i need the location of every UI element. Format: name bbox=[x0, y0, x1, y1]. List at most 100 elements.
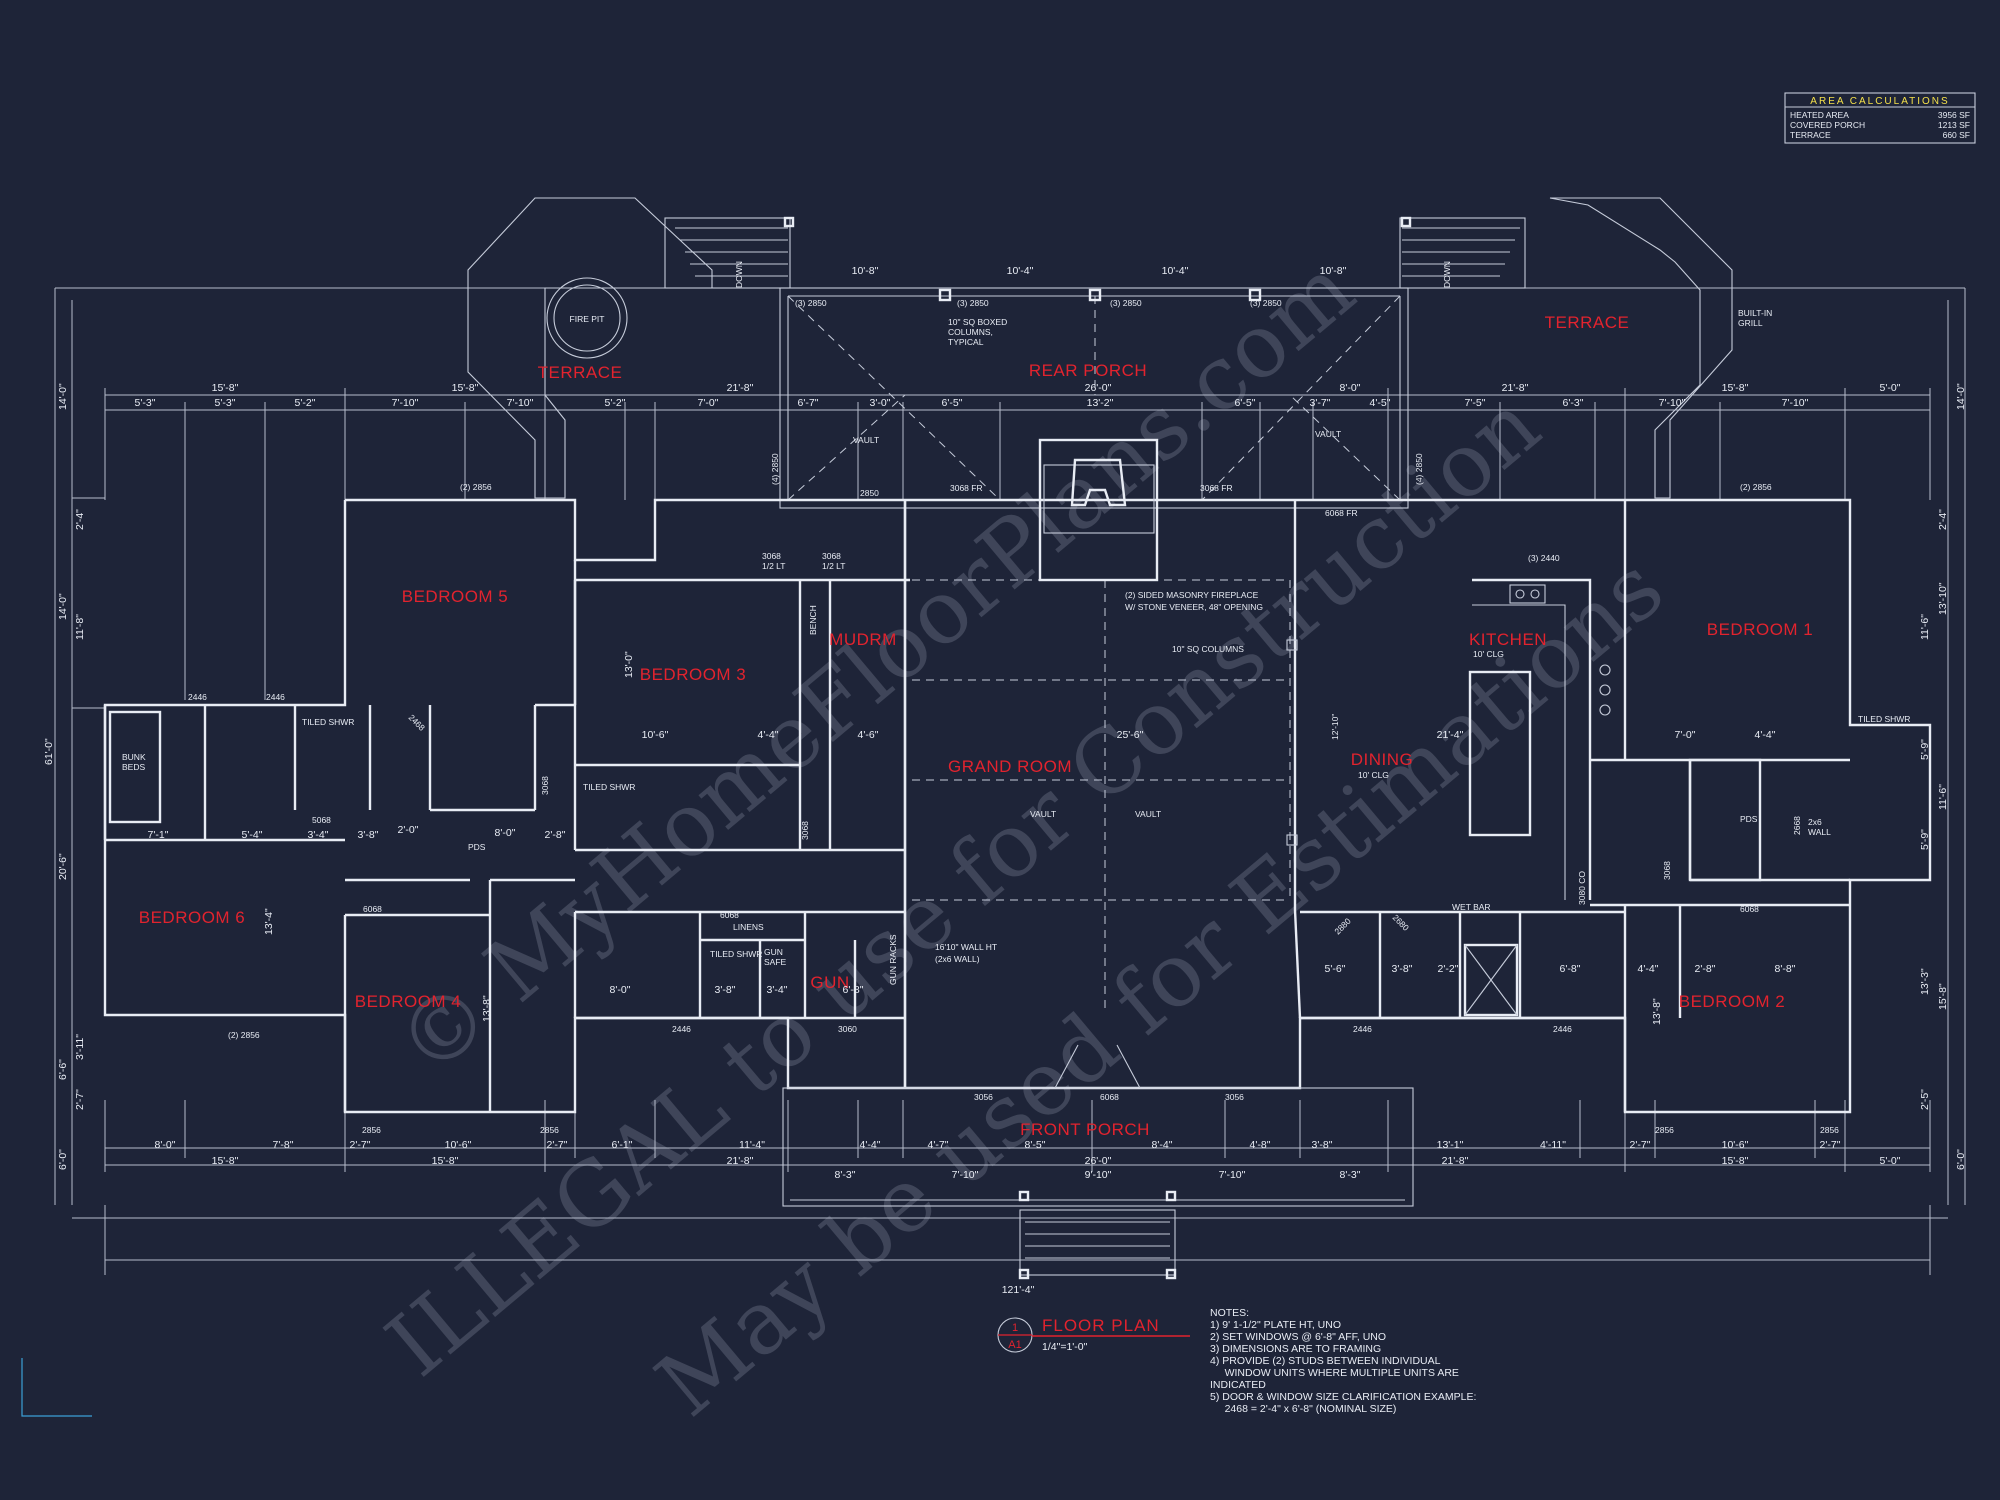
dim-left-1: 14'-0" bbox=[57, 383, 69, 410]
grill-label-1: BUILT-IN bbox=[1738, 308, 1772, 318]
wall-2x6-2: WALL bbox=[1808, 827, 1831, 837]
dim-int-6: 3'-4" bbox=[308, 829, 329, 841]
door-6068-bed2: 6068 bbox=[1740, 904, 1759, 914]
window-2856-bed6: (2) 2856 bbox=[228, 1030, 260, 1040]
dim-int-20: 2'-2" bbox=[1438, 963, 1459, 975]
dim-int-16: 13'-8" bbox=[1651, 998, 1663, 1025]
tiled-shwr-2: TILED SHWR bbox=[583, 782, 635, 792]
dim-left-2: 61'-0" bbox=[43, 738, 55, 765]
dim-left-in-1: 2'-4" bbox=[74, 509, 86, 530]
general-notes: NOTES: 1) 9' 1-1/2" PLATE HT, UNO 2) SET… bbox=[1210, 1307, 1476, 1415]
dim-int-5: 5'-4" bbox=[242, 829, 263, 841]
dim-int-14: 13'-8" bbox=[481, 995, 493, 1022]
dim-bot2-2: 15'-8" bbox=[432, 1155, 459, 1167]
dim-top2-2: 5'-3" bbox=[215, 397, 236, 409]
dim-top1-4: 26'-0" bbox=[1085, 382, 1112, 394]
dim-left-in-4: 20'-6" bbox=[57, 853, 69, 880]
dim-right-in-9: 2'-5" bbox=[1919, 1089, 1931, 1110]
area-calc-label-3: TERRACE bbox=[1790, 130, 1831, 140]
dim-top2-1: 5'-3" bbox=[135, 397, 156, 409]
dim-top1-7: 5'-0" bbox=[1880, 382, 1901, 394]
dim-rear-3: 10'-4" bbox=[1162, 265, 1189, 277]
vault-label-4: VAULT bbox=[1315, 429, 1341, 439]
dim-int-23: 2'-8" bbox=[1695, 963, 1716, 975]
dim-rear-4: 10'-8" bbox=[1320, 265, 1347, 277]
vault-label-3: VAULT bbox=[853, 435, 879, 445]
dim-right-in-1: 2'-4" bbox=[1937, 509, 1949, 530]
title-sheet: A1 bbox=[1008, 1339, 1021, 1351]
dim-grand-2: 21'-4" bbox=[1437, 729, 1464, 741]
window-2446-1: 2446 bbox=[188, 692, 207, 702]
window-3060: 3060 bbox=[838, 1024, 857, 1034]
dim-int-19: 3'-8" bbox=[1392, 963, 1413, 975]
room-label-terrace-left: TERRACE bbox=[538, 363, 623, 382]
window-2856-1: 2856 bbox=[362, 1125, 381, 1135]
room-label-mudrm: MUDRM bbox=[829, 630, 897, 649]
dim-bot1-17: 10'-6" bbox=[1722, 1139, 1749, 1151]
dim-top2-5: 7'-10" bbox=[507, 397, 534, 409]
dim-front-3: 9'-10" bbox=[1085, 1169, 1112, 1181]
dim-int-8: 2'-0" bbox=[398, 824, 419, 836]
wall-ht-2: (2x6 WALL) bbox=[935, 954, 980, 964]
door-6068-front: 6068 bbox=[1100, 1092, 1119, 1102]
dim-top2-3: 5'-2" bbox=[295, 397, 316, 409]
dims-grand-left: 12'-10" bbox=[1330, 714, 1340, 740]
area-calc-label-2: COVERED PORCH bbox=[1790, 120, 1865, 130]
dim-front-5: 8'-3" bbox=[1340, 1169, 1361, 1181]
dim-top2-18: 7'-10" bbox=[1782, 397, 1809, 409]
wall-ht-1: 16'10" WALL HT bbox=[935, 942, 997, 952]
note-line-7: 5) DOOR & WINDOW SIZE CLARIFICATION EXAM… bbox=[1210, 1391, 1476, 1403]
area-calc-title: AREA CALCULATIONS bbox=[1810, 96, 1949, 107]
dim-top1-2: 15'-8" bbox=[452, 382, 479, 394]
dim-int-12: 4'-4" bbox=[1755, 729, 1776, 741]
dim-bot1-18: 2'-7" bbox=[1820, 1139, 1841, 1151]
area-calc-value-3: 660 SF bbox=[1943, 130, 1970, 140]
window-2446-4: 2446 bbox=[1353, 1024, 1372, 1034]
dim-rear-1: 10'-8" bbox=[852, 265, 879, 277]
room-label-rear-porch: REAR PORCH bbox=[1029, 361, 1147, 380]
dim-right-in-6: 5'-9" bbox=[1919, 829, 1931, 850]
front-porch bbox=[782, 1044, 1414, 1280]
fire-pit-label: FIRE PIT bbox=[570, 314, 605, 324]
dim-rear-mid-1: 8'-0" bbox=[1340, 382, 1361, 394]
ceiling-beams bbox=[912, 579, 1298, 1010]
dim-grand-1: 25'-6" bbox=[1117, 729, 1144, 741]
room-label-front-porch: FRONT PORCH bbox=[1020, 1120, 1150, 1139]
dim-int-3: 4'-6" bbox=[858, 729, 879, 741]
dim-right-in-5: 11'-6" bbox=[1937, 784, 1949, 810]
sq-columns-note: 10" SQ COLUMNS bbox=[1172, 644, 1244, 654]
dim-top2-10: 6'-5" bbox=[942, 397, 963, 409]
dim-right-1: 14'-0" bbox=[1955, 383, 1967, 410]
dim-bot1-10: 8'-5" bbox=[1025, 1139, 1046, 1151]
area-calc-label-1: HEATED AREA bbox=[1790, 110, 1849, 120]
dim-bot2-1: 15'-8" bbox=[212, 1155, 239, 1167]
room-label-bedroom-2: BEDROOM 2 bbox=[1679, 992, 1786, 1011]
bunk-beds-1: BUNK bbox=[122, 752, 146, 762]
room-label-kitchen: KITCHEN bbox=[1469, 630, 1547, 649]
room-label-dining: DINING bbox=[1351, 750, 1414, 769]
fireplace bbox=[1038, 438, 1159, 582]
dimension-labels: 15'-8" 15'-8" 21'-8" 26'-0" 21'-8" 15'-8… bbox=[43, 265, 1967, 1296]
dining-clg: 10' CLG bbox=[1358, 770, 1389, 780]
fixture-labels: FIRE PIT BUILT-IN GRILL 10' CLG 10' CLG … bbox=[122, 308, 1910, 985]
door-3068lt-1a: 3068 bbox=[762, 551, 781, 561]
note-line-8: 2468 = 2'-4" x 6'-8" (NOMINAL SIZE) bbox=[1210, 1403, 1396, 1415]
window-2446-3: 2446 bbox=[672, 1024, 691, 1034]
room-labels: BEDROOM 5 BEDROOM 3 MUDRM BEDROOM 1 KITC… bbox=[139, 313, 1814, 1139]
kitchen-clg: 10' CLG bbox=[1473, 649, 1504, 659]
wall-2x6-1: 2x6 bbox=[1808, 817, 1822, 827]
door-2668: 2668 bbox=[1792, 816, 1802, 835]
room-label-gun: GUN bbox=[810, 973, 849, 992]
pds-label-2: PDS bbox=[1740, 814, 1758, 824]
boxed-columns-3: TYPICAL bbox=[948, 337, 984, 347]
tiled-shwr-4: TILED SHWR bbox=[1858, 714, 1910, 724]
room-label-bedroom-1: BEDROOM 1 bbox=[1707, 620, 1814, 639]
title-number: 1 bbox=[1012, 1322, 1018, 1334]
dim-top1-1: 15'-8" bbox=[212, 382, 239, 394]
note-line-2: 2) SET WINDOWS @ 6'-8" AFF, UNO bbox=[1210, 1331, 1386, 1343]
note-line-1: 1) 9' 1-1/2" PLATE HT, UNO bbox=[1210, 1319, 1341, 1331]
dim-left-in-3: 11'-8" bbox=[74, 614, 86, 640]
dim-left-in-2: 14'-0" bbox=[57, 593, 69, 620]
bunk-beds-2: BEDS bbox=[122, 762, 145, 772]
dim-front-1: 8'-3" bbox=[835, 1169, 856, 1181]
